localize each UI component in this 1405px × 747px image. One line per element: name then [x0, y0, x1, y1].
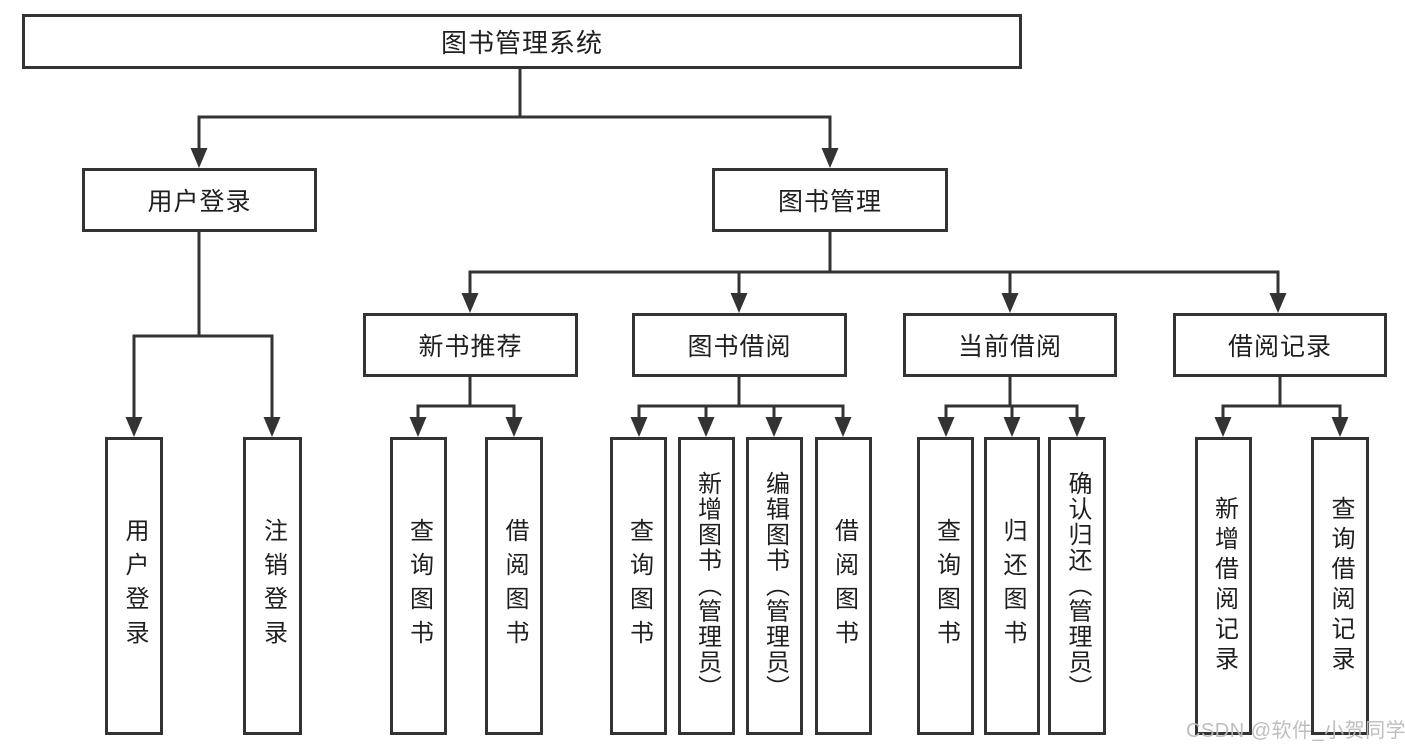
node-borrow-record-label: 借阅记录	[1227, 333, 1332, 361]
connector-userlogin-to-leaves	[132, 232, 274, 422]
connector-newbook-to-leaves	[416, 377, 516, 422]
leaf-query-borrow-record-label: 查询借阅记录	[1327, 496, 1354, 676]
leaf-edit-books-admin-label: 编辑图书（管理员）	[761, 471, 789, 701]
leaf-borrow-books-2-label: 借阅图书	[830, 518, 858, 654]
node-user-login-label: 用户登录	[147, 188, 252, 216]
leaf-borrow-books-2: 借阅图书	[815, 437, 872, 735]
leaf-confirm-return-admin: 确认归还（管理员）	[1048, 437, 1106, 735]
leaf-add-borrow-record-label: 新增借阅记录	[1210, 496, 1238, 676]
leaf-query-books-1: 查询图书	[390, 437, 447, 735]
csdn-watermark: CSDN @软件_小贺同学	[1186, 720, 1405, 742]
leaf-logout-label: 注销登录	[259, 518, 287, 654]
connector-bookmgmt-to-level2	[468, 232, 1280, 298]
leaf-user-login: 用户登录	[105, 437, 163, 735]
node-new-book-recommend: 新书推荐	[363, 313, 578, 377]
leaf-query-books-2: 查询图书	[610, 437, 667, 735]
node-book-management: 图书管理	[712, 168, 948, 232]
connector-root-to-level1	[197, 69, 832, 152]
leaf-return-books-label: 归还图书	[999, 518, 1026, 654]
leaf-return-books: 归还图书	[984, 437, 1040, 735]
node-borrow-record: 借阅记录	[1173, 313, 1387, 377]
node-root-label: 图书管理系统	[440, 28, 603, 58]
node-book-borrow-label: 图书借阅	[687, 333, 792, 361]
node-root-system: 图书管理系统	[22, 14, 1022, 69]
node-book-borrow: 图书借阅	[632, 313, 847, 377]
leaf-query-books-3-label: 查询图书	[932, 518, 960, 654]
leaf-borrow-books-1-label: 借阅图书	[501, 518, 528, 654]
leaf-query-books-2-label: 查询图书	[625, 518, 653, 654]
connector-currentborrow-to-leaves	[944, 377, 1079, 422]
node-user-login: 用户登录	[82, 168, 317, 232]
leaf-query-books-1-label: 查询图书	[405, 518, 433, 654]
leaf-add-books-admin-label: 新增图书（管理员）	[693, 471, 721, 701]
node-current-borrow: 当前借阅	[903, 313, 1117, 377]
leaf-confirm-return-admin-label: 确认归还（管理员）	[1064, 471, 1091, 701]
arrowheads	[125, 148, 1349, 437]
node-current-borrow-label: 当前借阅	[957, 333, 1062, 361]
leaf-user-login-label: 用户登录	[121, 518, 148, 654]
node-new-book-recommend-label: 新书推荐	[418, 333, 523, 361]
leaf-query-books-3: 查询图书	[917, 437, 974, 735]
leaf-borrow-books-1: 借阅图书	[485, 437, 543, 735]
node-book-management-label: 图书管理	[777, 188, 882, 216]
leaf-query-borrow-record: 查询借阅记录	[1311, 437, 1369, 735]
leaf-logout: 注销登录	[243, 437, 302, 735]
connector-borrowrecord-to-leaves	[1221, 377, 1342, 422]
leaf-edit-books-admin: 编辑图书（管理员）	[746, 437, 803, 735]
leaf-add-borrow-record: 新增借阅记录	[1195, 437, 1252, 735]
leaf-add-books-admin: 新增图书（管理员）	[678, 437, 735, 735]
connector-bookborrow-to-leaves	[637, 377, 845, 422]
